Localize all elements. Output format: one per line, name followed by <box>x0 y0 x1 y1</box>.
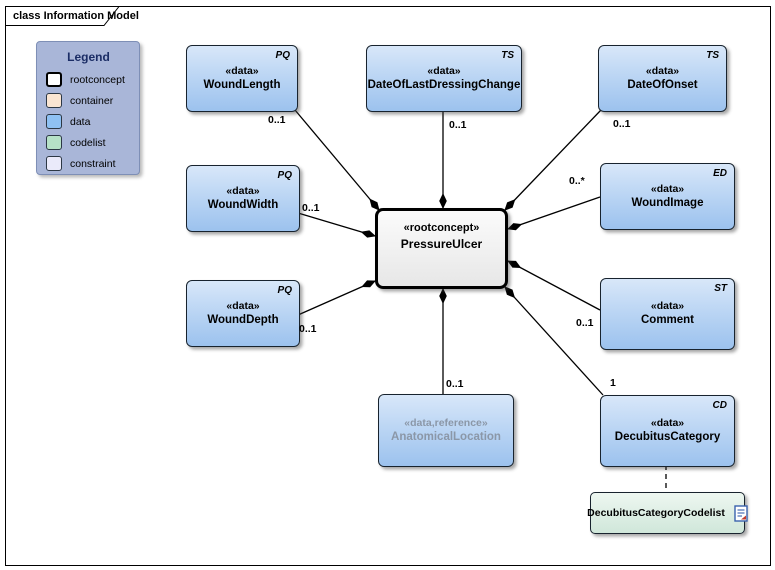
legend-item-container: container <box>46 92 139 109</box>
connector-wound-image <box>507 196 601 231</box>
stereotype: «data» <box>645 64 680 77</box>
legend-item-codelist: codelist <box>46 134 139 151</box>
legend-item-rootconcept: rootconcept <box>46 71 139 88</box>
multiplicity-wound-depth: 0..1 <box>299 323 317 335</box>
node-name: WoundLength <box>203 78 281 91</box>
stereotype: «data,reference» <box>404 416 488 429</box>
type-tag: TS <box>706 50 719 61</box>
type-tag: ST <box>714 283 727 294</box>
legend-swatch-codelist <box>46 135 62 150</box>
node-comment[interactable]: ST «data» Comment <box>600 278 735 350</box>
type-tag: PQ <box>277 170 292 181</box>
node-name: DecubitusCategory <box>614 431 721 444</box>
connector-comment <box>507 260 601 311</box>
node-pressure-ulcer[interactable]: «rootconcept» PressureUlcer <box>375 208 508 289</box>
legend-item-data: data <box>46 113 139 130</box>
node-wound-depth[interactable]: PQ «data» WoundDepth <box>186 280 300 347</box>
node-name: WoundDepth <box>207 313 279 326</box>
type-tag: PQ <box>277 285 292 296</box>
stereotype: «rootconcept» <box>403 222 480 234</box>
node-name: DecubitusCategoryCodelist <box>587 506 725 519</box>
multiplicity-date-of-last-dressing-change: 0..1 <box>449 119 467 131</box>
legend-swatch-rootconcept <box>46 72 62 87</box>
stereotype: «data» <box>650 417 685 430</box>
legend-swatch-data <box>46 114 62 129</box>
node-name: DateOfOnset <box>627 78 698 91</box>
node-wound-length[interactable]: PQ «data» WoundLength <box>186 45 298 112</box>
type-tag: ED <box>713 168 727 179</box>
multiplicity-decubitus-category: 1 <box>610 377 616 389</box>
node-anatomical-location[interactable]: «data,reference» AnatomicalLocation <box>378 394 514 467</box>
type-tag: CD <box>712 400 727 411</box>
stereotype: «data» <box>225 64 259 77</box>
node-date-of-onset[interactable]: TS «data» DateOfOnset <box>598 45 727 112</box>
node-name: AnatomicalLocation <box>391 430 501 443</box>
connector-decubitus-category <box>504 286 604 396</box>
legend-swatch-container <box>46 93 62 108</box>
legend-item-constraint: constraint <box>46 155 139 172</box>
legend-panel: Legend rootconcept container data codeli… <box>36 41 140 175</box>
multiplicity-comment: 0..1 <box>576 317 594 329</box>
node-name: PressureUlcer <box>400 236 483 251</box>
node-name: WoundImage <box>631 196 704 209</box>
legend-label: container <box>70 94 114 107</box>
node-name: DateOfLastDressingChange <box>367 78 521 91</box>
connector-date-of-onset <box>504 109 602 211</box>
frame-tab-label: class Information Model <box>13 10 139 22</box>
connector-wound-width <box>297 212 376 238</box>
node-decubitus-category-codelist[interactable]: DecubitusCategoryCodelist <box>587 492 748 534</box>
legend-label: constraint <box>70 157 116 170</box>
stereotype: «data» <box>226 184 260 197</box>
node-name: Comment <box>640 314 695 327</box>
node-decubitus-category[interactable]: CD «data» DecubitusCategory <box>600 395 735 467</box>
stereotype: «data» <box>226 299 260 312</box>
node-wound-width[interactable]: PQ «data» WoundWidth <box>186 165 300 232</box>
multiplicity-anatomical-location: 0..1 <box>446 378 464 390</box>
stereotype: «data» <box>427 64 461 77</box>
type-tag: TS <box>501 50 514 61</box>
legend-title: Legend <box>67 50 110 64</box>
stereotype: «data» <box>650 182 685 195</box>
node-date-of-last-dressing-change[interactable]: TS «data» DateOfLastDressingChange <box>366 45 522 112</box>
node-wound-image[interactable]: ED «data» WoundImage <box>600 163 735 230</box>
multiplicity-wound-length: 0..1 <box>268 114 286 126</box>
connector-wound-depth <box>297 280 376 316</box>
type-tag: PQ <box>275 50 290 61</box>
connector-wound-length <box>294 109 380 211</box>
multiplicity-wound-width: 0..1 <box>302 202 320 214</box>
stereotype: «data» <box>650 300 685 313</box>
legend-label: rootconcept <box>70 73 125 86</box>
node-name: WoundWidth <box>207 198 279 211</box>
document-icon <box>734 504 748 522</box>
multiplicity-date-of-onset: 0..1 <box>613 118 631 130</box>
legend-swatch-constraint <box>46 156 62 171</box>
diagram-frame <box>5 6 771 566</box>
legend-label: codelist <box>70 136 106 149</box>
legend-label: data <box>70 115 91 128</box>
multiplicity-wound-image: 0..* <box>569 175 585 187</box>
